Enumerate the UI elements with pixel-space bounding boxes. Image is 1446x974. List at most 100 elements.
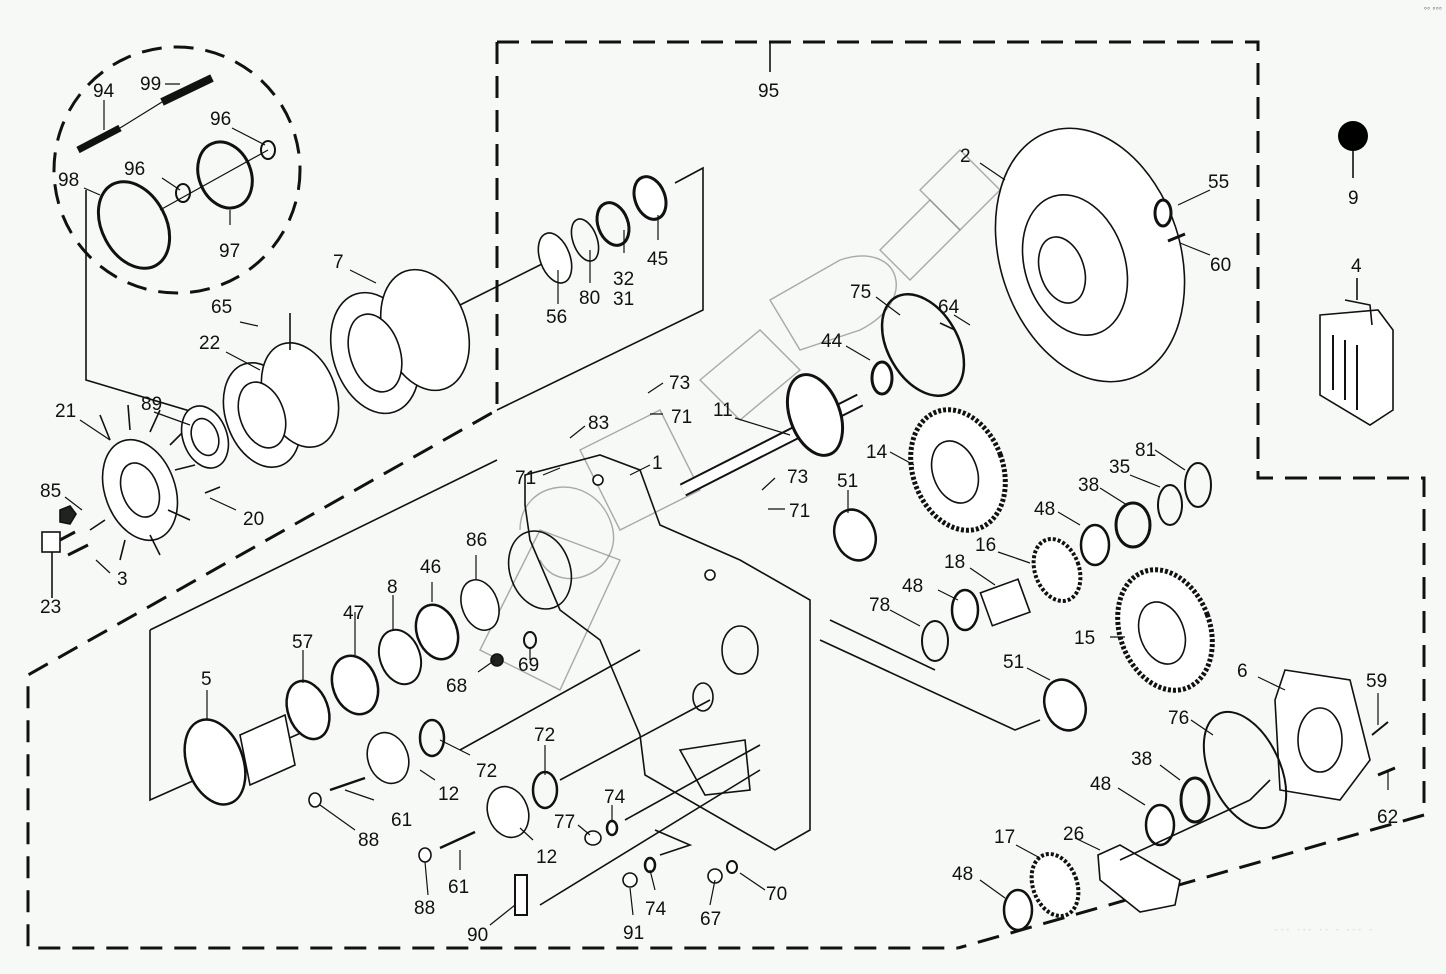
callout-85: 85 [40, 481, 61, 502]
callout-32: 32 [613, 269, 634, 290]
spring-rod-part [76, 74, 276, 270]
callout-47: 47 [343, 603, 364, 624]
leader-lines [64, 83, 1389, 926]
callout-96: 96 [124, 159, 145, 180]
callout-69: 69 [518, 655, 539, 676]
callout-62: 62 [1377, 807, 1398, 828]
callout-57: 57 [292, 632, 313, 653]
callout-48: 48 [902, 576, 923, 597]
callout-45: 45 [647, 249, 668, 270]
callout-81: 81 [1135, 440, 1156, 461]
main-shaft-part [679, 293, 966, 497]
callout-96: 96 [210, 109, 231, 130]
callout-7: 7 [333, 252, 344, 273]
callout-59: 59 [1366, 671, 1387, 692]
callout-12: 12 [536, 847, 557, 868]
callout-73: 73 [669, 373, 690, 394]
callout-91: 91 [623, 923, 644, 944]
callout-9: 9 [1348, 188, 1359, 209]
callout-38: 38 [1131, 749, 1152, 770]
bearing-stack-top [496, 166, 704, 411]
callout-55: 55 [1208, 172, 1229, 193]
callout-97: 97 [219, 241, 240, 262]
callout-44: 44 [821, 331, 843, 352]
callout-46: 46 [420, 557, 441, 578]
callout-labels: 95 94 99 96 96 98 97 7 65 22 21 89 85 20… [40, 74, 1398, 946]
dot-marker-part [1338, 121, 1368, 178]
callout-74: 74 [604, 787, 626, 808]
callout-71: 71 [671, 407, 692, 428]
callout-73: 73 [787, 467, 808, 488]
callout-5: 5 [201, 669, 212, 690]
callout-35: 35 [1109, 457, 1130, 478]
callout-88: 88 [414, 898, 435, 919]
callout-26: 26 [1063, 824, 1084, 845]
callout-12: 12 [438, 784, 459, 805]
callout-22: 22 [199, 333, 220, 354]
footer-code: --- --- -- - --- - [1275, 925, 1375, 934]
callout-74: 74 [645, 899, 667, 920]
bearings-right [819, 462, 1212, 732]
callout-83: 83 [588, 413, 609, 434]
callout-76: 76 [1168, 708, 1189, 729]
oil-can-part [1319, 278, 1394, 426]
cover-plate-part [994, 127, 1186, 383]
callout-72: 72 [476, 761, 497, 782]
housing-part [507, 454, 811, 851]
callout-64: 64 [938, 297, 960, 318]
end-cover-part [1002, 669, 1396, 932]
detail-circle [52, 45, 302, 421]
callout-48: 48 [1034, 499, 1055, 520]
callout-71: 71 [515, 468, 536, 489]
callout-14: 14 [866, 442, 888, 463]
callout-89: 89 [141, 394, 162, 415]
callout-8: 8 [387, 577, 398, 598]
callout-77: 77 [554, 812, 575, 833]
callout-90: 90 [467, 925, 488, 946]
callout-95: 95 [758, 81, 779, 102]
output-stack [149, 459, 761, 916]
callout-70: 70 [766, 884, 787, 905]
fittings [41, 505, 89, 598]
watermark [479, 149, 1001, 691]
callout-72: 72 [534, 725, 555, 746]
callout-48: 48 [952, 864, 973, 885]
callout-98: 98 [58, 170, 79, 191]
callout-2: 2 [960, 146, 971, 167]
callout-11: 11 [713, 400, 733, 421]
hub-part [222, 313, 340, 469]
callout-61: 61 [391, 810, 412, 831]
callout-6: 6 [1237, 661, 1248, 682]
callout-18: 18 [944, 552, 965, 573]
callout-60: 60 [1210, 255, 1231, 276]
callout-48: 48 [1090, 774, 1111, 795]
callout-88: 88 [358, 830, 379, 851]
callout-56: 56 [546, 307, 567, 328]
callout-31: 31 [613, 289, 634, 310]
callout-86: 86 [466, 530, 487, 551]
callout-4: 4 [1351, 256, 1362, 277]
callout-21: 21 [55, 401, 76, 422]
callout-51: 51 [1003, 652, 1024, 673]
gears [908, 407, 1215, 918]
callout-65: 65 [211, 297, 232, 318]
callout-16: 16 [975, 535, 996, 556]
callout-78: 78 [869, 595, 890, 616]
callout-20: 20 [243, 509, 264, 530]
callout-3: 3 [117, 569, 128, 590]
callout-61: 61 [448, 877, 469, 898]
callout-71: 71 [789, 501, 810, 522]
callout-68: 68 [446, 676, 467, 697]
callout-38: 38 [1078, 475, 1099, 496]
clutch-drum-part [329, 254, 561, 415]
callout-99: 99 [140, 74, 161, 95]
callout-75: 75 [850, 282, 871, 303]
callout-23: 23 [40, 597, 61, 618]
callout-17: 17 [994, 827, 1015, 848]
callout-1: 1 [652, 453, 663, 474]
callout-67: 67 [700, 909, 721, 930]
fan-part [89, 404, 230, 561]
callout-94: 94 [93, 81, 115, 102]
callout-51: 51 [837, 471, 858, 492]
